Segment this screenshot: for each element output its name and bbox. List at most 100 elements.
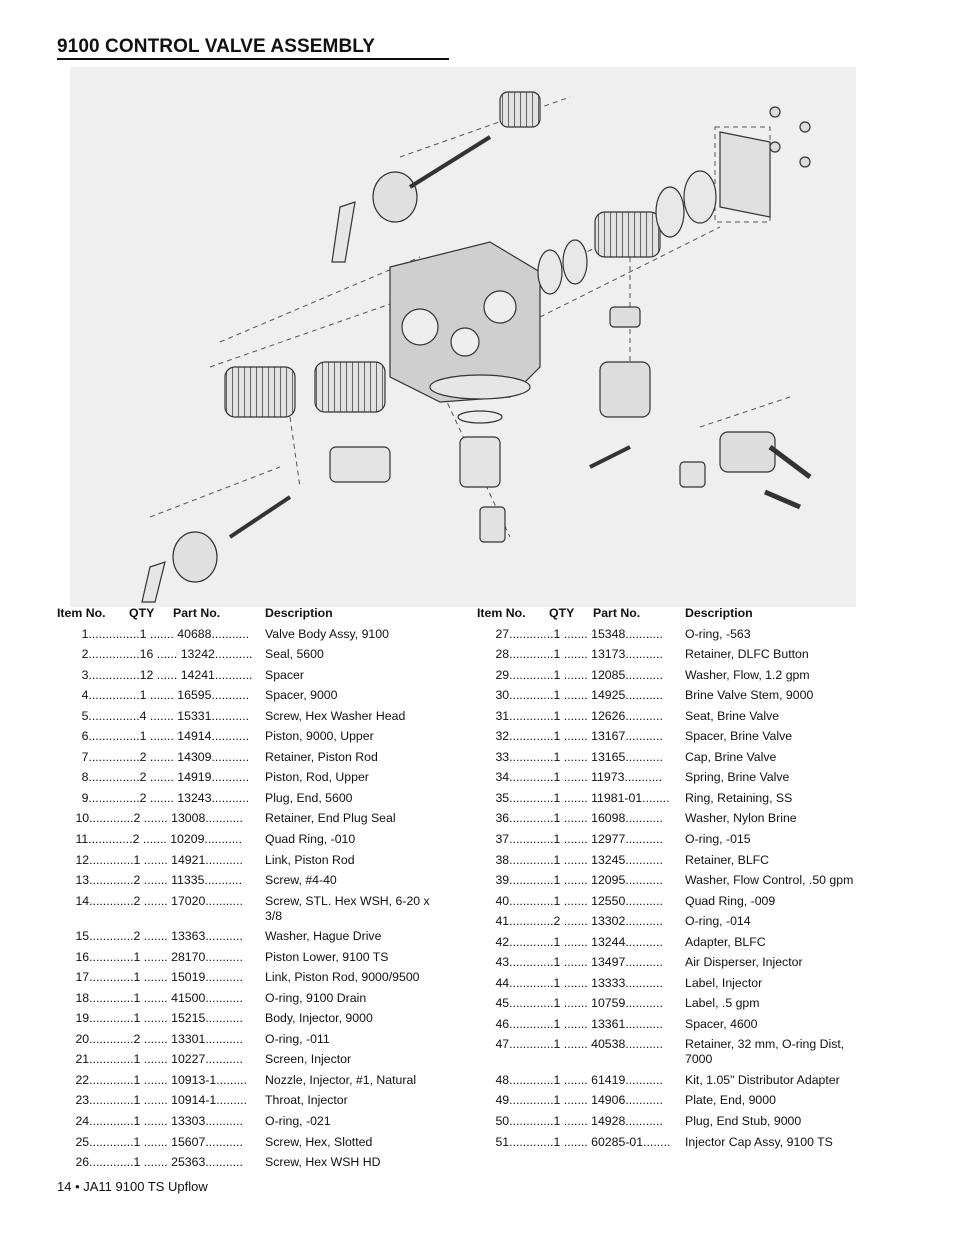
col-part-no: Part No. (593, 606, 641, 620)
item-qty-part: 5...............4 ....... 15331.........… (57, 708, 250, 723)
item-qty-part: 43.............1 ....... 13497..........… (477, 955, 663, 970)
table-row: 51.............1 ....... 60285-01.......… (477, 1132, 867, 1153)
table-row: 41.............2 ....... 13302..........… (477, 911, 867, 932)
item-qty-part: 51.............1 ....... 60285-01.......… (477, 1134, 671, 1149)
part-description: Retainer, DLFC Button (685, 647, 809, 662)
item-qty-part: 11.............2 ....... 10209..........… (57, 831, 242, 846)
part-description: Cap, Brine Valve (685, 749, 777, 764)
table-row: 38.............1 ....... 13245..........… (477, 850, 867, 871)
table-row: 32.............1 ....... 13167..........… (477, 726, 867, 747)
item-qty-part: 18.............1 ....... 41500..........… (57, 990, 243, 1005)
table-row: 1...............1 ....... 40688.........… (57, 624, 447, 645)
part-description: O-ring, -014 (685, 914, 751, 929)
table-row: 47.............1 ....... 40538..........… (477, 1034, 867, 1070)
item-qty-part: 31.............1 ....... 12626..........… (477, 708, 663, 723)
part-description: Piston, 9000, Upper (265, 729, 374, 744)
part-description: Label, Injector (685, 975, 763, 990)
table-row: 35.............1 ....... 11981-01.......… (477, 788, 867, 809)
part-description: Screw, Hex Washer Head (265, 708, 406, 723)
part-description: Spacer (265, 667, 304, 682)
table-row: 14.............2 ....... 17020..........… (57, 891, 447, 927)
item-qty-part: 49.............1 ....... 14906..........… (477, 1093, 663, 1108)
part-description: Plug, End Stub, 9000 (685, 1114, 802, 1129)
table-row: 18.............1 ....... 41500..........… (57, 988, 447, 1009)
item-qty-part: 40.............1 ....... 12550..........… (477, 893, 663, 908)
item-qty-part: 9...............2 ....... 13243.........… (57, 790, 250, 805)
table-row: 9...............2 ....... 13243.........… (57, 788, 447, 809)
item-qty-part: 44.............1 ....... 13333..........… (477, 975, 663, 990)
col-part-no: Part No. (173, 606, 221, 620)
table-row: 5...............4 ....... 15331.........… (57, 706, 447, 727)
item-qty-part: 21.............1 ....... 10227..........… (57, 1052, 243, 1067)
part-description: Spacer, 4600 (685, 1016, 758, 1031)
table-row: 10.............2 ....... 13008..........… (57, 808, 447, 829)
item-qty-part: 39.............1 ....... 12095..........… (477, 873, 663, 888)
table-row: 44.............1 ....... 13333..........… (477, 973, 867, 994)
item-qty-part: 17.............1 ....... 15019..........… (57, 970, 243, 985)
table-row: 28.............1 ....... 13173..........… (477, 644, 867, 665)
part-description: Screw, Hex, Slotted (265, 1134, 373, 1149)
col-description: Description (685, 606, 753, 620)
table-row: 6...............1 ....... 14914.........… (57, 726, 447, 747)
table-row: 13.............2 ....... 11335..........… (57, 870, 447, 891)
item-qty-part: 1...............1 ....... 40688.........… (57, 626, 250, 641)
part-description: Screw, Hex WSH HD (265, 1155, 381, 1170)
table-row: 19.............1 ....... 15215..........… (57, 1008, 447, 1029)
page-footer: 14 • JA11 9100 TS Upflow (57, 1179, 208, 1194)
item-qty-part: 3...............12 ...... 14241.........… (57, 667, 253, 682)
item-qty-part: 22.............1 ....... 10913-1........… (57, 1072, 248, 1087)
col-item-no: Item No. (57, 606, 106, 620)
part-description: Quad Ring, -009 (685, 893, 776, 908)
item-qty-part: 45.............1 ....... 10759..........… (477, 996, 663, 1011)
col-description: Description (265, 606, 333, 620)
table-row: 20.............2 ....... 13301..........… (57, 1029, 447, 1050)
part-description: Screw, STL. Hex WSH, 6-20 x 3/8 (265, 893, 430, 923)
item-qty-part: 19.............1 ....... 15215..........… (57, 1011, 243, 1026)
item-qty-part: 24.............1 ....... 13303..........… (57, 1114, 243, 1129)
item-qty-part: 50.............1 ....... 14928..........… (477, 1114, 663, 1129)
item-qty-part: 13.............2 ....... 11335..........… (57, 873, 242, 888)
item-qty-part: 41.............2 ....... 13302..........… (477, 914, 663, 929)
part-description: Screw, #4-40 (265, 873, 337, 888)
table-row: 36.............1 ....... 16098..........… (477, 808, 867, 829)
item-qty-part: 15.............2 ....... 13363..........… (57, 929, 243, 944)
table-row: 15.............2 ....... 13363..........… (57, 926, 447, 947)
item-qty-part: 37.............1 ....... 12977..........… (477, 831, 663, 846)
part-description: Washer, Nylon Brine (685, 811, 797, 826)
table-row: 30.............1 ....... 14925..........… (477, 685, 867, 706)
item-qty-part: 36.............1 ....... 16098..........… (477, 811, 663, 826)
table-row: 48.............1 ....... 61419..........… (477, 1070, 867, 1091)
item-qty-part: 7...............2 ....... 14309.........… (57, 749, 250, 764)
item-qty-part: 38.............1 ....... 13245..........… (477, 852, 663, 867)
item-qty-part: 26.............1 ....... 25363..........… (57, 1155, 243, 1170)
table-row: 33.............1 ....... 13165..........… (477, 747, 867, 768)
part-description: O-ring, -563 (685, 626, 751, 641)
item-qty-part: 42.............1 ....... 13244..........… (477, 934, 663, 949)
part-description: Washer, Hague Drive (265, 929, 382, 944)
item-qty-part: 47.............1 ....... 40538..........… (477, 1037, 663, 1052)
table-row: 2...............16 ...... 13242.........… (57, 644, 447, 665)
table-row: 24.............1 ....... 13303..........… (57, 1111, 447, 1132)
item-qty-part: 34.............1 ....... 11973..........… (477, 770, 662, 785)
part-description: Retainer, End Plug Seal (265, 811, 396, 826)
item-qty-part: 6...............1 ....... 14914.........… (57, 729, 250, 744)
item-qty-part: 14.............2 ....... 17020..........… (57, 893, 243, 908)
table-row: 11.............2 ....... 10209..........… (57, 829, 447, 850)
table-row: 23.............1 ....... 10914-1........… (57, 1090, 447, 1111)
table-row: 8...............2 ....... 14919.........… (57, 767, 447, 788)
item-qty-part: 28.............1 ....... 13173..........… (477, 647, 663, 662)
item-qty-part: 4...............1 ....... 16595.........… (57, 688, 250, 703)
table-row: 7...............2 ....... 14309.........… (57, 747, 447, 768)
table-header: Item No. QTY Part No. Description (57, 603, 447, 624)
item-qty-part: 23.............1 ....... 10914-1........… (57, 1093, 248, 1108)
item-qty-part: 32.............1 ....... 13167..........… (477, 729, 663, 744)
part-description: Plug, End, 5600 (265, 790, 353, 805)
table-row: 16.............1 ....... 28170..........… (57, 947, 447, 968)
part-description: Washer, Flow, 1.2 gpm (685, 667, 810, 682)
table-row: 12.............1 ....... 14921..........… (57, 850, 447, 871)
part-description: Kit, 1.05" Distributor Adapter (685, 1072, 840, 1087)
parts-rows-right: 27.............1 ....... 15348..........… (477, 624, 867, 1153)
col-qty: QTY (549, 606, 575, 620)
title-underline (57, 58, 449, 60)
table-row: 26.............1 ....... 25363..........… (57, 1152, 447, 1173)
